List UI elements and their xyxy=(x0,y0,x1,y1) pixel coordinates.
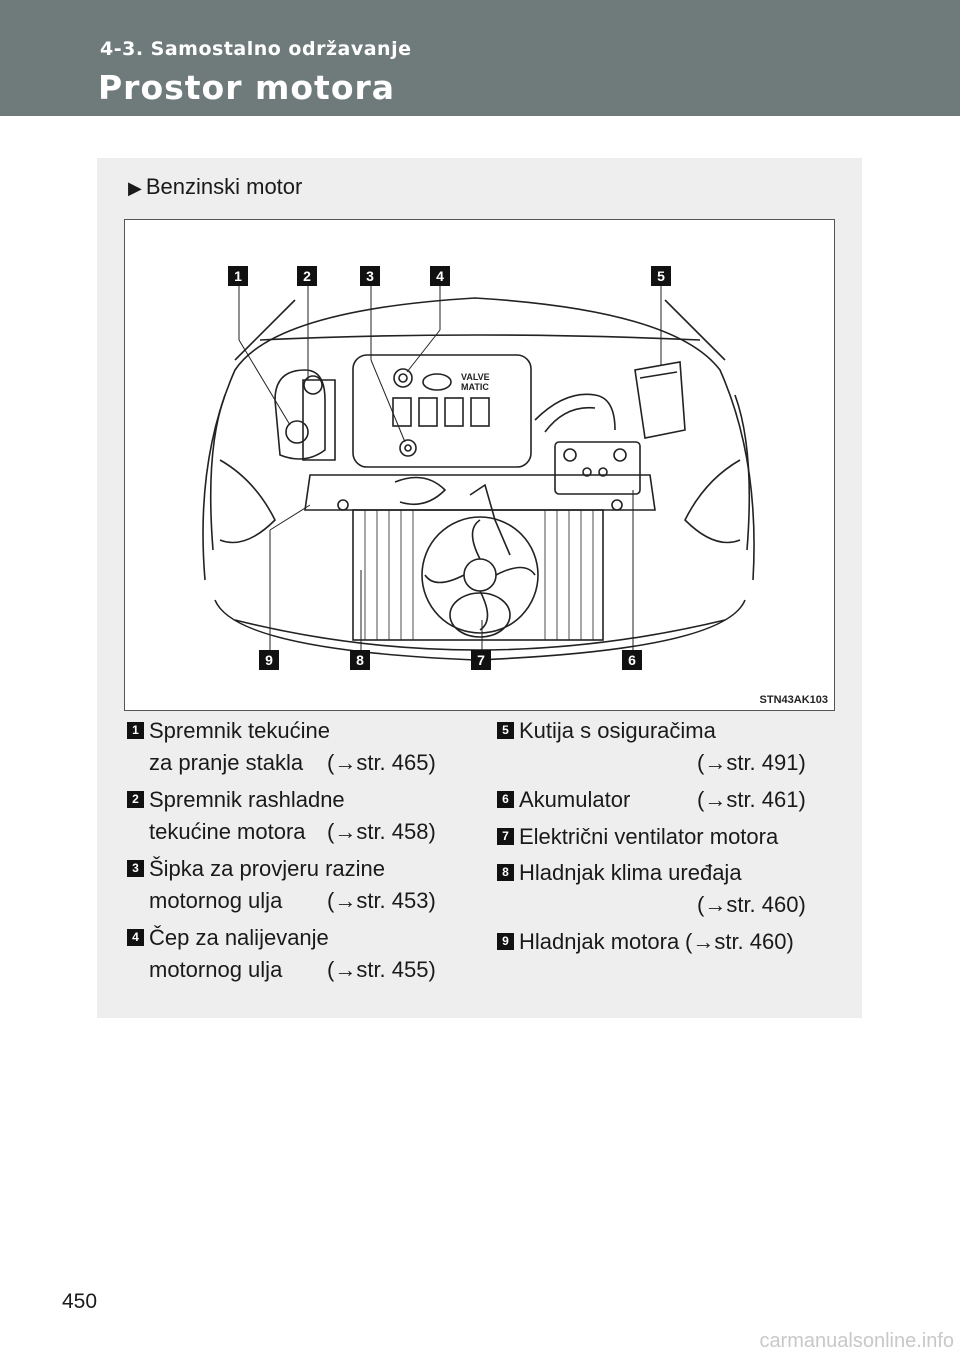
legend-text-line1: Spremnik tekućine xyxy=(149,718,330,743)
legend-number: 4 xyxy=(127,929,144,946)
figure-code: STN43AK103 xyxy=(759,694,828,706)
legend-text-line2: za pranje stakla xyxy=(149,750,304,775)
legend-item-2: 2 Spremnik rashladne tekućine motora (→s… xyxy=(127,784,457,848)
callout-7: 7 xyxy=(471,650,491,670)
legend-number: 1 xyxy=(127,722,144,739)
callout-3: 3 xyxy=(360,266,380,286)
engine-illustration: VALVE MATIC xyxy=(124,219,835,711)
legend-number: 2 xyxy=(127,791,144,808)
legend-item-9: 9 Hladnjak motora (→str. 460) xyxy=(497,926,827,958)
legend-item-4: 4 Čep za nalijevanje motornog ulja (→str… xyxy=(127,922,457,986)
legend-item-5: 5 Kutija s osiguračima (→str. 491) xyxy=(497,715,827,775)
callout-9: 9 xyxy=(259,650,279,670)
page-reference: (→str. 491) xyxy=(697,750,806,775)
page-reference: (→str. 453) xyxy=(327,888,436,913)
legend-number: 5 xyxy=(497,722,514,739)
subheading: ▶Benzinski motor xyxy=(128,174,302,200)
callout-2: 2 xyxy=(297,266,317,286)
svg-text:VALVE: VALVE xyxy=(461,372,490,382)
page-reference: (→str. 458) xyxy=(327,819,436,844)
callout-5: 5 xyxy=(651,266,671,286)
page-reference: (→str. 461) xyxy=(697,787,806,812)
legend-item-3: 3 Šipka za provjeru razine motornog ulja… xyxy=(127,853,457,917)
legend-text-line1: Hladnjak motora xyxy=(519,929,680,954)
legend-text-line1: Čep za nalijevanje xyxy=(149,925,329,950)
callout-8: 8 xyxy=(350,650,370,670)
callout-4: 4 xyxy=(430,266,450,286)
legend-text-line1: Šipka za provjeru razine xyxy=(149,856,386,881)
legend-number: 9 xyxy=(497,933,514,950)
legend-text-line2: motornog ulja xyxy=(149,888,283,913)
section-title: 4-3. Samostalno održavanje xyxy=(100,38,412,60)
page-reference: (→str. 465) xyxy=(327,750,436,775)
legend-item-7: 7 Električni ventilator motora xyxy=(497,821,827,853)
engine-drawing: VALVE MATIC xyxy=(202,286,755,661)
callout-1: 1 xyxy=(228,266,248,286)
legend-text-line2: tekućine motora xyxy=(149,819,306,844)
svg-text:MATIC: MATIC xyxy=(461,382,489,392)
legend-text-line2: motornog ulja xyxy=(149,957,283,982)
page-number: 450 xyxy=(62,1290,98,1313)
legend-number: 7 xyxy=(497,828,514,845)
triangle-bullet-icon: ▶ xyxy=(128,178,142,198)
legend-text-line1: Akumulator xyxy=(519,787,631,812)
legend-text-line1: Spremnik rashladne xyxy=(149,787,345,812)
legend-number: 3 xyxy=(127,860,144,877)
page-header: 4-3. Samostalno održavanje Prostor motor… xyxy=(0,0,960,116)
page-reference: (→str. 455) xyxy=(327,957,436,982)
page-reference: (→str. 460) xyxy=(697,892,806,917)
callout-6: 6 xyxy=(622,650,642,670)
legend-item-8: 8 Hladnjak klima uređaja (→str. 460) xyxy=(497,857,827,917)
watermark: carmanualsonline.info xyxy=(759,1330,954,1352)
page-reference: (→str. 460) xyxy=(685,929,794,954)
legend-text-line1: Hladnjak klima uređaja xyxy=(519,860,742,885)
subheading-text: Benzinski motor xyxy=(145,174,303,199)
legend-item-1: 1 Spremnik tekućine za pranje stakla (→s… xyxy=(127,715,457,779)
legend-text-line1: Električni ventilator motora xyxy=(519,824,779,849)
legend-text-line1: Kutija s osiguračima xyxy=(519,718,716,743)
legend-item-6: 6 Akumulator (→str. 461) xyxy=(497,784,827,816)
page-title: Prostor motora xyxy=(98,68,396,107)
legend-number: 6 xyxy=(497,791,514,808)
legend-number: 8 xyxy=(497,864,514,881)
